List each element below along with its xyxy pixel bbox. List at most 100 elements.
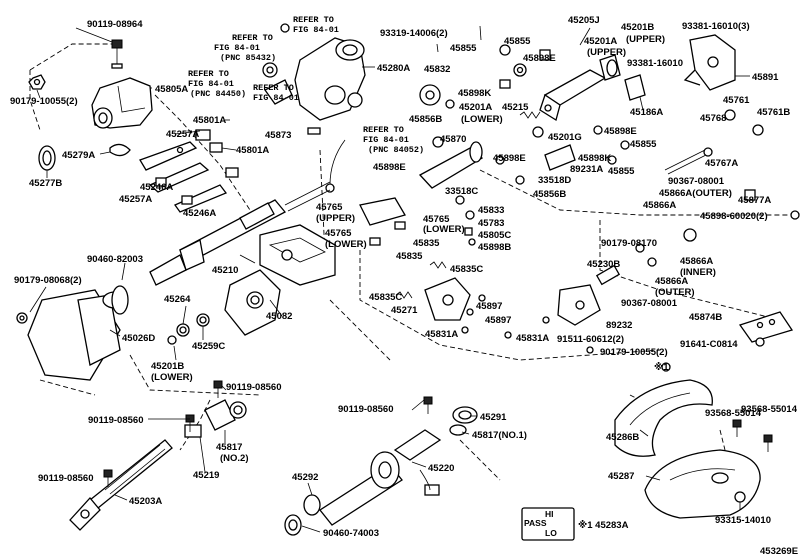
label-90119-08560-2: 90119-08560 bbox=[88, 415, 143, 426]
label-45201A-upper: 45201A bbox=[584, 36, 617, 47]
label-90367-08001: 90367-08001 bbox=[668, 176, 725, 187]
label-45891: 45891 bbox=[752, 72, 779, 83]
label-45866A-inner: 45866A bbox=[680, 256, 713, 267]
label-45186A: 45186A bbox=[630, 107, 663, 118]
label-90119-08560-3: 90119-08560 bbox=[38, 473, 93, 484]
lower-column-tube bbox=[16, 285, 129, 381]
label-45783: 45783 bbox=[478, 218, 504, 229]
label-upper-3: (UPPER) bbox=[316, 213, 355, 224]
label-45897-1: 45897 bbox=[476, 301, 502, 312]
label-45835-2: 45835 bbox=[396, 251, 423, 262]
label-45201B-lower: 45201B bbox=[151, 361, 184, 372]
label-45855-a: 45855 bbox=[450, 43, 477, 54]
label-45026D: 45026D bbox=[122, 333, 155, 344]
label-45898B: 45898B bbox=[478, 242, 511, 253]
leader-lines bbox=[29, 25, 750, 533]
svg-text:(PNC 84450): (PNC 84450) bbox=[190, 89, 246, 99]
hi-text: HI bbox=[545, 509, 554, 519]
svg-text:FIG 84-01: FIG 84-01 bbox=[214, 43, 260, 53]
label-93381-16010-3: 93381-16010(3) bbox=[682, 21, 750, 32]
label-45219: 45219 bbox=[193, 470, 219, 481]
svg-text:REFER TO: REFER TO bbox=[232, 33, 273, 43]
svg-text:FIG 84-01: FIG 84-01 bbox=[363, 135, 409, 145]
label-no2: (NO.2) bbox=[220, 453, 249, 464]
reference-labels: REFER TO FIG 84-01 REFER TO FIG 84-01 (P… bbox=[188, 15, 424, 155]
label-45856B-2: 45856B bbox=[533, 189, 566, 200]
label-45833: 45833 bbox=[478, 205, 504, 216]
label-45855-b: 45855 bbox=[504, 36, 531, 47]
label-45259C: 45259C bbox=[192, 341, 225, 352]
label-45801A-2: 45801A bbox=[236, 145, 269, 156]
label-45832: 45832 bbox=[424, 64, 450, 75]
label-90119-08560-1: 90119-08560 bbox=[226, 382, 281, 393]
label-upper-2: (UPPER) bbox=[587, 47, 626, 58]
parts: PASS HI LO bbox=[16, 23, 800, 541]
tilt-lever bbox=[418, 136, 484, 189]
label-45898E-2: 45898E bbox=[604, 126, 637, 137]
bolt-icon bbox=[213, 380, 223, 398]
label-45877A: 45877A bbox=[738, 195, 771, 206]
label-90460-82003: 90460-82003 bbox=[87, 254, 143, 265]
label-45866A-1: 45866A bbox=[643, 200, 676, 211]
label-45203A: 45203A bbox=[129, 496, 162, 507]
svg-text:REFER TO: REFER TO bbox=[363, 125, 404, 135]
bolt-icon bbox=[111, 39, 123, 69]
label-45205J: 45205J bbox=[568, 15, 600, 26]
label-45279A: 45279A bbox=[62, 150, 95, 161]
intermediate-shaft bbox=[69, 399, 247, 531]
label-45767A: 45767A bbox=[705, 158, 738, 169]
svg-text:(PNC 85432): (PNC 85432) bbox=[220, 53, 276, 63]
label-45873: 45873 bbox=[265, 130, 291, 141]
label-90367-08001-b: 90367-08001 bbox=[621, 298, 678, 309]
label-90179-10055-top: 90179-10055(2) bbox=[10, 96, 78, 107]
label-45831A-1: 45831A bbox=[425, 329, 458, 340]
label-45866A-outer: 45866A(OUTER) bbox=[659, 188, 732, 199]
label-45898K-2: 45898K bbox=[578, 153, 611, 164]
upper-shaft bbox=[539, 54, 621, 122]
label-45870: 45870 bbox=[440, 134, 466, 145]
part-labels: 90119-08964 90179-10055(2) 45805A 45279A… bbox=[10, 15, 798, 557]
label-93315-14010: 93315-14010 bbox=[715, 515, 771, 526]
label-45220: 45220 bbox=[428, 463, 454, 474]
label-45246A-2: 45246A bbox=[183, 208, 216, 219]
label-45201G: 45201G bbox=[548, 132, 582, 143]
label-90179-08068: 90179-08068(2) bbox=[14, 275, 82, 286]
label-45856B-1: 45856B bbox=[409, 114, 442, 125]
label-90460-74003: 90460-74003 bbox=[323, 528, 379, 539]
label-45866A-2: 45866A bbox=[655, 276, 688, 287]
label-89232: 89232 bbox=[606, 320, 632, 331]
nut-icon bbox=[28, 74, 46, 90]
label-45761B: 45761B bbox=[757, 107, 790, 118]
label-45280A: 45280A bbox=[377, 63, 410, 74]
refer-to-fig-5: REFER TO FIG 84-01 (PNC 84052) bbox=[363, 125, 424, 155]
label-45817-no1: 45817(NO.1) bbox=[472, 430, 527, 441]
label-45765-lower: 45765 bbox=[423, 214, 450, 225]
label-45805C: 45805C bbox=[478, 230, 511, 241]
label-45831A-2: 45831A bbox=[516, 333, 549, 344]
cover-icon bbox=[614, 379, 713, 457]
label-lower-2: (LOWER) bbox=[423, 224, 465, 235]
label-91641-C0814: 91641-C0814 bbox=[680, 339, 738, 350]
svg-text:FIG 84-01: FIG 84-01 bbox=[188, 79, 234, 89]
lo-text: LO bbox=[545, 528, 557, 538]
label-90119-08964: 90119-08964 bbox=[87, 19, 143, 30]
label-45835-1: 45835 bbox=[413, 238, 440, 249]
label-45801A-1: 45801A bbox=[193, 115, 226, 126]
illustration-code: 453269E bbox=[760, 546, 798, 557]
label-33518C: 33518C bbox=[445, 186, 478, 197]
cover-icon bbox=[644, 449, 761, 519]
label-45817: 45817 bbox=[216, 442, 242, 453]
dimmer-switch-icon: PASS HI LO bbox=[521, 507, 575, 541]
label-45765-upper: 45765 bbox=[316, 202, 343, 213]
label-93319-14006: 93319-14006(2) bbox=[380, 28, 448, 39]
svg-text:FIG 84-01: FIG 84-01 bbox=[253, 93, 299, 103]
label-45898K: 45898K bbox=[458, 88, 491, 99]
label-45765-b: 45765 bbox=[325, 228, 352, 239]
label-45287: 45287 bbox=[608, 471, 634, 482]
universal-joint bbox=[319, 429, 442, 526]
label-45292: 45292 bbox=[292, 472, 318, 483]
label-45264: 45264 bbox=[164, 294, 191, 305]
label-45897-2: 45897 bbox=[485, 315, 511, 326]
label-45835C-2: 45835C bbox=[369, 292, 402, 303]
label-90119-08560-4: 90119-08560 bbox=[338, 404, 393, 415]
